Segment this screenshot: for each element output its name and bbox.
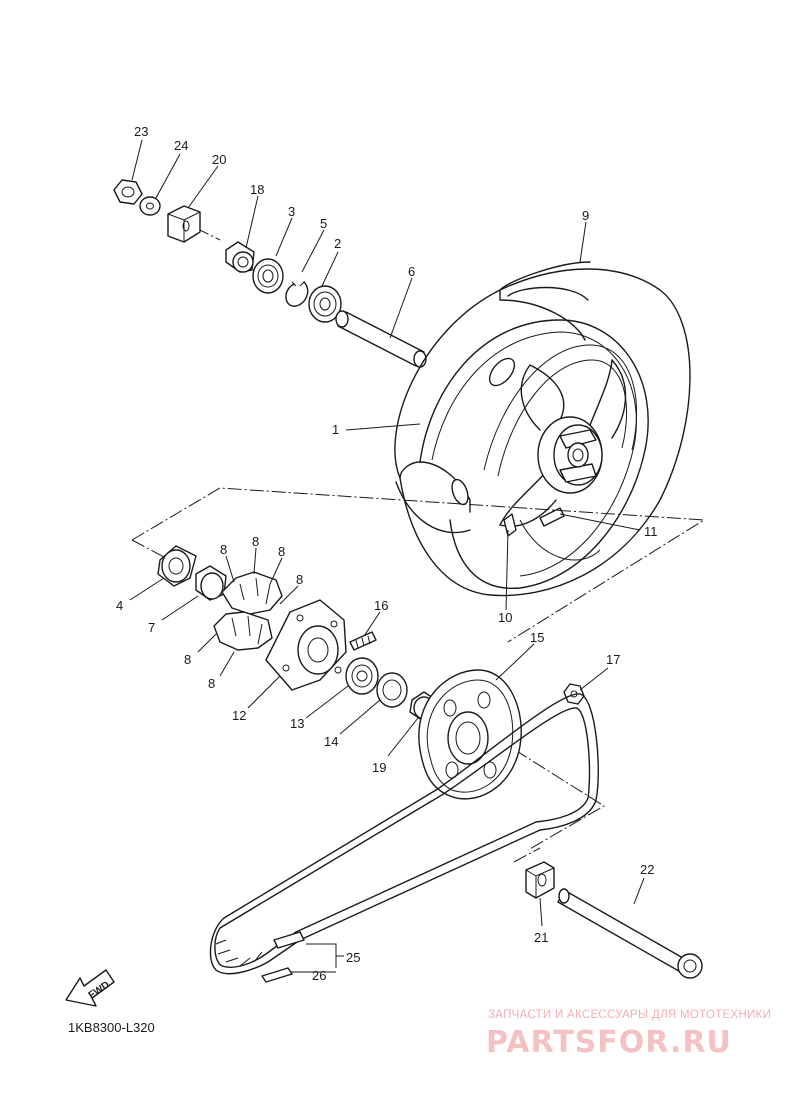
- part-16-stud: [349, 631, 377, 651]
- part-26-chain-joint: [261, 931, 305, 983]
- callout-18: 18: [250, 182, 264, 197]
- callout-22: 22: [640, 862, 654, 877]
- callout-8e: 8: [184, 652, 191, 667]
- callout-labels: 23 24 20 18 3 5 2 6 9 1 11 10 8 8 8 8 8 …: [116, 124, 658, 983]
- part-13-bearing: [345, 657, 379, 695]
- callout-19: 19: [372, 760, 386, 775]
- watermark-brand: PARTSFOR.RU: [486, 1025, 732, 1060]
- callout-8c: 8: [278, 544, 285, 559]
- callout-8a: 8: [220, 542, 227, 557]
- watermark-subtitle: ЗАПЧАСТИ И АКСЕССУАРЫ ДЛЯ МОТОТЕХНИКИ: [488, 1009, 771, 1021]
- hub-group-outline: [131, 487, 706, 643]
- part-1-wheel-assembly: [394, 261, 691, 597]
- callout-9: 9: [582, 208, 589, 223]
- callout-2: 2: [334, 236, 341, 251]
- fwd-arrow-icon: FWD: [65, 969, 115, 1007]
- callout-15: 15: [530, 630, 544, 645]
- part-24-washer: [139, 196, 161, 216]
- callout-16: 16: [374, 598, 388, 613]
- callout-14: 14: [324, 734, 338, 749]
- part-21-adjuster: [525, 861, 555, 899]
- sprocket-group-outline: [495, 737, 605, 851]
- callout-23: 23: [134, 124, 148, 139]
- part-25-drive-chain: [209, 693, 599, 975]
- diagram-code: 1KB8300-L320: [68, 1020, 155, 1035]
- part-4-bearing: [157, 545, 197, 587]
- callout-7: 7: [148, 620, 155, 635]
- callout-4: 4: [116, 598, 123, 613]
- callout-8f: 8: [208, 676, 215, 691]
- part-6-spacer: [335, 310, 427, 368]
- callout-11: 11: [644, 524, 658, 539]
- callout-5: 5: [320, 216, 327, 231]
- part-18-collar: [225, 241, 255, 273]
- callout-26: 26: [312, 968, 326, 983]
- part-8-damper-lower: [213, 611, 273, 651]
- part-15-sprocket: [418, 669, 522, 800]
- watermark-logo: ЗАПЧАСТИ И АКСЕССУАРЫ ДЛЯ МОТОТЕХНИКИ PA…: [486, 1009, 771, 1060]
- part-5-circlip: [285, 281, 309, 307]
- callout-1: 1: [332, 422, 339, 437]
- callout-8d: 8: [296, 572, 303, 587]
- part-20-plate: [167, 205, 201, 243]
- part-12-clutch-hub: [265, 599, 347, 691]
- part-7-collar: [195, 565, 227, 601]
- part-8-damper-upper: [221, 571, 283, 615]
- part-23-nut: [113, 179, 143, 205]
- callout-8b: 8: [252, 534, 259, 549]
- part-14-oil-seal: [376, 672, 408, 708]
- callout-13: 13: [290, 716, 304, 731]
- callout-24: 24: [174, 138, 188, 153]
- callout-12: 12: [232, 708, 246, 723]
- callout-21: 21: [534, 930, 548, 945]
- part-2-bearing: [308, 285, 342, 323]
- callout-20: 20: [212, 152, 226, 167]
- part-3-bearing: [252, 258, 284, 294]
- callout-10: 10: [498, 610, 512, 625]
- callout-17: 17: [606, 652, 620, 667]
- callout-6: 6: [408, 264, 415, 279]
- leader-lines: [129, 139, 645, 973]
- axle-group-outline: [513, 847, 541, 863]
- part-22-wheel-axle: [557, 888, 703, 979]
- callout-3: 3: [288, 204, 295, 219]
- callout-25: 25: [346, 950, 360, 965]
